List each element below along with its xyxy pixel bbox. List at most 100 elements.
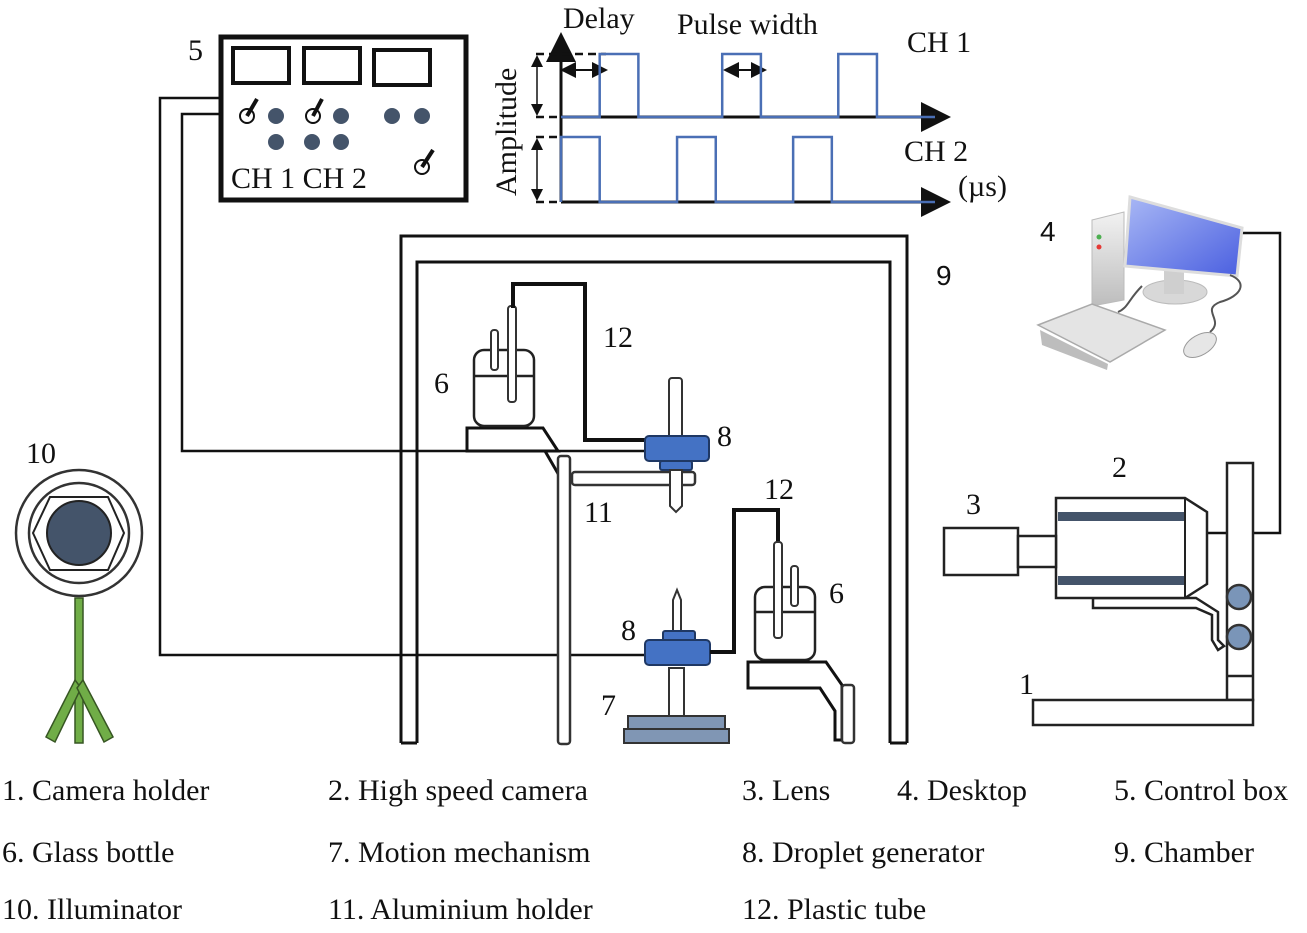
lower-bottle-shelf [746, 660, 844, 742]
knob-icon [384, 108, 400, 124]
label-8-droplet-generator-upper: 8 [717, 420, 732, 453]
lower-glass-bottle [753, 585, 817, 662]
camera-stripe [1058, 512, 1184, 521]
ch2-pulse-1 [561, 137, 600, 202]
camera-mount-arm [1091, 596, 1226, 652]
feed-tube [507, 305, 517, 403]
illuminator-lamp [46, 500, 112, 566]
ch1-pulse-trace [561, 52, 935, 119]
legend-item-lens: 3. Lens [742, 774, 831, 807]
ch1-pulse-3 [838, 54, 877, 117]
droplet-generator-body [644, 639, 711, 666]
roller-icon [1225, 623, 1253, 651]
aluminium-holder [556, 454, 697, 746]
keyboard-icon [1036, 303, 1167, 363]
legend-item-droplet-generator: 8. Droplet generator [742, 836, 985, 869]
label-8-droplet-generator-lower: 8 [621, 614, 636, 647]
component-legend: 1. Camera holder 2. High speed camera 3.… [0, 765, 1307, 933]
ch2-pulse-2 [677, 137, 716, 202]
mouse-icon [1183, 332, 1217, 358]
toggle-switch-icon [305, 98, 324, 124]
amplitude-axis-label: Amplitude [490, 68, 523, 196]
legend-item-plastic-tube: 12. Plastic tube [742, 893, 927, 926]
knob-icon [414, 108, 430, 124]
desktop-computer [1036, 195, 1244, 370]
control-box-display-2 [302, 46, 362, 85]
knob-icon [268, 134, 284, 150]
camera-holder-base [1031, 698, 1255, 727]
control-box-display-3 [372, 48, 432, 87]
cable-to-upper-generator [180, 112, 646, 453]
upper-glass-bottle [472, 348, 536, 428]
camera-stripe [1058, 576, 1184, 585]
label-5-control-box: 5 [188, 34, 203, 67]
legend-item-motion-mechanism: 7. Motion mechanism [328, 836, 591, 869]
pulse-width-label: Pulse width [677, 8, 818, 41]
aluminium-holder-post [556, 454, 572, 746]
lens [942, 526, 1058, 577]
label-6-glass-bottle-lower: 6 [829, 577, 844, 610]
chamber-inner-wall [415, 260, 892, 743]
label-10-illuminator: 10 [26, 437, 56, 470]
lower-droplet-generator [644, 587, 711, 666]
legend-item-high-speed-camera: 2. High speed camera [328, 774, 588, 807]
legend-item-aluminium-holder: 11. Aluminium holder [328, 893, 593, 926]
illuminator-stand [45, 597, 115, 744]
ch1-pulse-1 [600, 54, 639, 117]
legend-item-desktop: 4. Desktop [897, 774, 1027, 807]
legend-item-camera-holder: 1. Camera holder [2, 774, 210, 807]
legend-item-illuminator: 10. Illuminator [2, 893, 182, 926]
experimental-setup-diagram: CH 1 CH 2 5 Delay Pulse width CH 1 CH 2 … [14, 2, 1282, 746]
vent-tube [490, 329, 499, 371]
label-1-camera-holder: 1 [1019, 668, 1034, 701]
ch1-label: CH 1 [907, 26, 971, 59]
chamber [399, 234, 909, 745]
label-2-high-speed-camera: 2 [1112, 451, 1127, 484]
label-12-plastic-tube-lower: 12 [764, 473, 794, 506]
stage-plate-top [627, 715, 726, 730]
label-9-chamber: 9 [936, 260, 952, 291]
knob-icon [333, 134, 349, 150]
knob-icon [268, 108, 284, 124]
label-11-aluminium-holder: 11 [584, 496, 613, 529]
upper-glass-bottle-assembly [465, 305, 562, 478]
lower-plastic-tube [710, 508, 780, 654]
nozzle [669, 469, 683, 514]
ch1-pulse-2 [722, 54, 761, 117]
toggle-switch-icon [414, 148, 435, 175]
label-7-motion-mechanism: 7 [601, 689, 616, 722]
label-3-lens: 3 [966, 488, 981, 521]
legend-item-glass-bottle: 6. Glass bottle [2, 836, 175, 869]
aluminium-holder-arm [570, 470, 697, 487]
upper-plastic-tube [511, 282, 648, 442]
stage-plate-bottom [623, 728, 730, 744]
ch2-pulse-3 [793, 137, 832, 202]
droplet-generator-body [644, 435, 710, 462]
ch2-pulse-trace [559, 135, 935, 204]
knob-icon [333, 108, 349, 124]
delay-label: Delay [563, 2, 635, 35]
knob-icon [304, 134, 320, 150]
nozzle [672, 587, 682, 634]
illuminator [14, 468, 144, 744]
upper-bottle-shelf [465, 426, 561, 453]
vent-tube [790, 565, 799, 607]
control-box: CH 1 CH 2 [218, 34, 469, 203]
high-speed-camera [1054, 496, 1209, 600]
legend-item-chamber: 9. Chamber [1114, 836, 1254, 869]
motion-mechanism [623, 667, 730, 744]
time-unit-label: (µs) [958, 170, 1007, 203]
control-box-channel-labels: CH 1 CH 2 [231, 162, 367, 195]
cable-to-lower-generator [158, 96, 646, 657]
label-12-plastic-tube-upper: 12 [603, 321, 633, 354]
ch2-label: CH 2 [904, 135, 968, 168]
feed-tube [773, 541, 783, 639]
label-4-desktop: 4 [1040, 216, 1056, 247]
monitor-screen [1123, 195, 1244, 278]
roller-icon [1225, 583, 1253, 611]
label-6-glass-bottle-upper: 6 [434, 367, 449, 400]
control-knobs [268, 108, 430, 150]
legend-item-control-box: 5. Control box [1114, 774, 1289, 807]
pulse-timing-diagram: Delay Pulse width CH 1 CH 2 (µs) Amplitu… [490, 2, 1007, 217]
desktop-tower [1091, 211, 1125, 307]
